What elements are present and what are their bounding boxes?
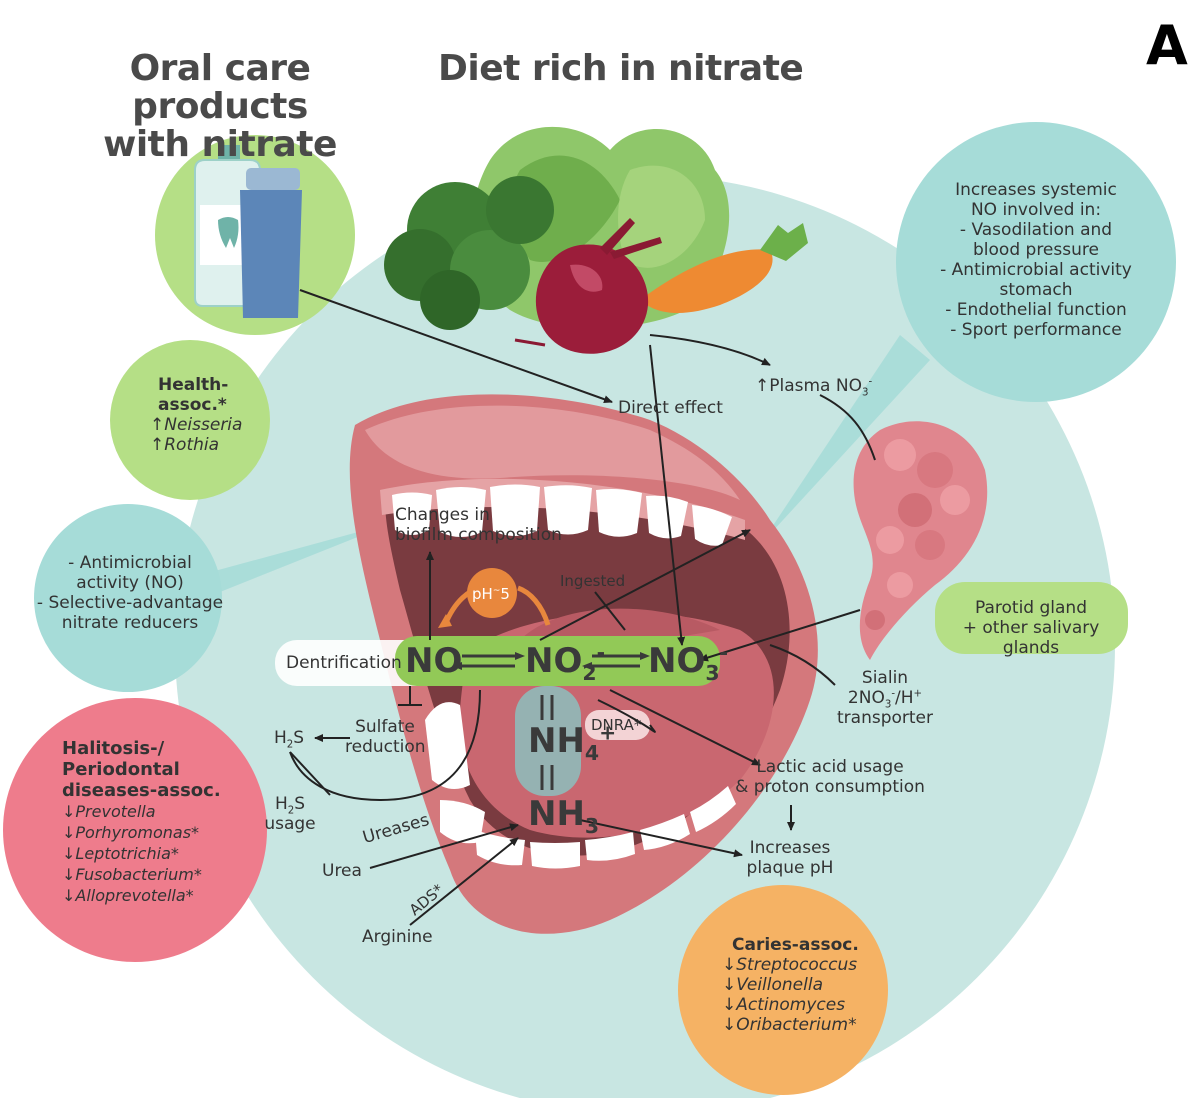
health-assoc-text: Health- assoc.* ↑Neisseria ↑Rothia: [150, 375, 242, 455]
oral-care-products-illustration: [195, 145, 302, 318]
plaque-ph-line: plaque pH: [740, 858, 840, 878]
health-assoc-heading: assoc.*: [150, 395, 242, 415]
halitosis-taxon: ↓Porhyromonas*: [62, 822, 221, 843]
nitrite-molecule: NO2-: [525, 643, 605, 679]
caries-heading: Caries-assoc.: [722, 935, 859, 955]
nitrate-superscript: -: [720, 641, 728, 665]
systemic-item: blood pressure: [918, 240, 1154, 260]
direct-effect-label: Direct effect: [618, 398, 723, 418]
systemic-item: - Vasodilation and: [918, 220, 1154, 240]
no-molecule: NO: [405, 643, 462, 679]
sialin-label: Sialin 2NO3-/H+ transporter: [825, 668, 945, 728]
plasma-nitrate-label: ↑Plasma NO3-: [755, 376, 872, 396]
lactic-acid-label: Lactic acid usage & proton consumption: [735, 757, 925, 797]
nitrate-molecule: NO3-: [648, 643, 728, 679]
plasma-text: ↑Plasma NO: [755, 376, 862, 396]
parotid-label: Parotid gland + other salivary glands: [945, 598, 1117, 658]
plasma-subscript: 3: [862, 387, 868, 398]
health-assoc-heading: Health-: [150, 375, 242, 395]
halitosis-heading: diseases-assoc.: [62, 780, 221, 801]
ammonium-text: NH: [528, 721, 585, 761]
sialin-formula-b: /H: [895, 688, 914, 708]
halitosis-taxon: ↓Fusobacterium*: [62, 864, 221, 885]
sulfate-line: reduction: [345, 737, 425, 757]
systemic-item: stomach: [918, 280, 1154, 300]
oral-care-title: Oral care products with nitrate: [45, 50, 395, 164]
nitrite-text: NO: [525, 641, 582, 681]
urea-label: Urea: [322, 861, 362, 881]
sialin-formula-sup2: +: [914, 688, 923, 699]
figure-label: A: [1146, 18, 1188, 74]
halitosis-taxon: ↓Alloprevotella*: [62, 885, 221, 906]
sialin-formula-a: 2NO: [848, 688, 885, 708]
halitosis-taxon: ↓Prevotella: [62, 801, 221, 822]
oral-care-title-line: Oral care products: [45, 50, 395, 126]
ph-text: pH: [472, 585, 493, 603]
ph-value: 5: [500, 585, 510, 603]
ammonia-subscript: 3: [585, 814, 599, 838]
h2s-usage-word: usage: [262, 814, 318, 834]
halitosis-taxon: ↓Leptotrichia*: [62, 843, 221, 864]
antimicrobial-line: - Selective-advantage: [35, 593, 225, 613]
sulfate-line: Sulfate: [345, 717, 425, 737]
lactic-line: & proton consumption: [735, 777, 925, 797]
halitosis-heading: Periodontal: [62, 759, 221, 780]
ammonia-molecule: NH3: [528, 796, 599, 832]
systemic-no-text: Increases systemic NO involved in: - Vas…: [918, 180, 1154, 340]
plasma-superscript: -: [868, 376, 872, 387]
systemic-item: - Endothelial function: [918, 300, 1154, 320]
nitrite-superscript: -: [597, 641, 605, 665]
parotid-line: Parotid gland: [945, 598, 1117, 618]
oral-care-title-line: with nitrate: [45, 126, 395, 164]
systemic-heading-line: NO involved in:: [918, 200, 1154, 220]
h2s-h: H: [274, 728, 287, 748]
dentrification-label: Dentrification: [286, 653, 402, 673]
dnra-label: DNRA*: [591, 715, 641, 735]
health-assoc-taxon: ↑Neisseria: [150, 415, 242, 435]
ammonium-subscript: 4: [585, 741, 599, 765]
caries-taxon: ↓Streptococcus: [722, 955, 859, 975]
arginine-label: Arginine: [362, 927, 433, 947]
caries-taxon: ↓Oribacterium*: [722, 1015, 859, 1035]
systemic-item: - Sport performance: [918, 320, 1154, 340]
systemic-heading-line: Increases systemic: [918, 180, 1154, 200]
sialin-name: Sialin: [825, 668, 945, 688]
ingested-label: Ingested: [560, 571, 625, 591]
antimicrobial-line: activity (NO): [35, 573, 225, 593]
ammonia-text: NH: [528, 794, 585, 834]
biofilm-line: biofilm composition: [395, 525, 562, 545]
ph-label: pH~5: [472, 584, 510, 604]
diet-title: Diet rich in nitrate: [438, 50, 803, 88]
h2s-usage-s: S: [294, 794, 305, 814]
h2s-product-label: H2S: [274, 728, 304, 748]
halitosis-heading: Halitosis-/: [62, 738, 221, 759]
halitosis-text: Halitosis-/ Periodontal diseases-assoc. …: [62, 738, 221, 906]
h2s-usage-h: H: [275, 794, 288, 814]
antimicrobial-line: nitrate reducers: [35, 613, 225, 633]
h2s-usage-formula: H2S: [262, 794, 318, 814]
caries-text: Caries-assoc. ↓Streptococcus ↓Veillonell…: [722, 935, 859, 1035]
sialin-formula: 2NO3-/H+: [825, 688, 945, 708]
nitrate-text: NO: [648, 641, 705, 681]
parotid-line: + other salivary glands: [945, 618, 1117, 658]
biofilm-line: Changes in: [395, 505, 562, 525]
lactic-line: Lactic acid usage: [735, 757, 925, 777]
antimicrobial-text: - Antimicrobial activity (NO) - Selectiv…: [35, 553, 225, 633]
systemic-item: - Antimicrobial activity: [918, 260, 1154, 280]
biofilm-changes-label: Changes in biofilm composition: [395, 505, 562, 545]
antimicrobial-line: - Antimicrobial: [35, 553, 225, 573]
plaque-ph-line: Increases: [740, 838, 840, 858]
caries-taxon: ↓Veillonella: [722, 975, 859, 995]
nitrate-subscript: 3: [705, 661, 719, 685]
h2s-s: S: [293, 728, 304, 748]
caries-taxon: ↓Actinomyces: [722, 995, 859, 1015]
plaque-ph-label: Increases plaque pH: [740, 838, 840, 878]
health-assoc-taxon: ↑Rothia: [150, 435, 242, 455]
sialin-transporter: transporter: [825, 708, 945, 728]
h2s-usage-label: H2S usage: [262, 794, 318, 834]
nitrite-subscript: 2: [582, 661, 596, 685]
sulfate-reduction-label: Sulfate reduction: [345, 717, 425, 757]
